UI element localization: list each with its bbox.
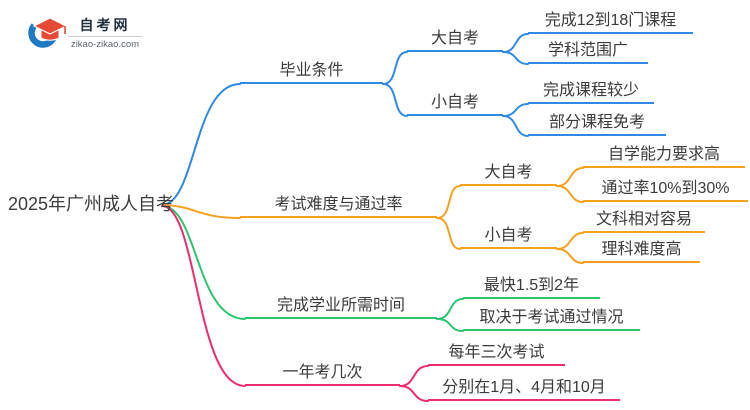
leaf-complete-12-18-courses[interactable]: 完成12到18门课程 — [528, 10, 693, 34]
connector-root-duration — [162, 205, 246, 320]
node-difficulty-big-self-exam[interactable]: 大自考 — [460, 162, 557, 186]
connector-duration-fastest — [436, 298, 464, 320]
leaf-fewer-courses[interactable]: 完成课程较少 — [528, 80, 654, 104]
connector-frequency-months — [399, 385, 429, 402]
logo-title: 自考网 — [79, 17, 131, 33]
connector-difficulty-small — [436, 217, 461, 250]
connector-frequency-three — [399, 365, 429, 387]
connector-root-graduation — [162, 83, 241, 206]
connector-small-exempt — [502, 115, 529, 137]
connector-big-courses — [502, 33, 529, 53]
connector-duration-depends — [436, 318, 464, 332]
node-graduation-small-self-exam[interactable]: 小自考 — [407, 92, 503, 116]
leaf-liberal-arts-easier[interactable]: 文科相对容易 — [583, 209, 705, 233]
node-study-duration[interactable]: 完成学业所需时间 — [245, 295, 437, 319]
root-node[interactable]: 2025年广州成人自考 — [8, 194, 175, 214]
connector-small-liberal — [556, 232, 584, 250]
connector-small-science — [556, 248, 584, 264]
site-logo: 自考网 zikao-zikao.com — [28, 10, 148, 55]
connector-graduation-big — [382, 51, 408, 85]
logo-domain: zikao-zikao.com — [70, 39, 140, 50]
leaf-wide-subject-range[interactable]: 学科范围广 — [528, 40, 648, 64]
connector-root-frequency — [162, 205, 246, 387]
node-graduation-conditions[interactable]: 毕业条件 — [240, 60, 383, 84]
connector-small-fewer — [502, 103, 529, 117]
logo-divider — [68, 36, 142, 37]
graduation-cap-icon — [28, 17, 68, 48]
connector-root-difficulty — [162, 204, 241, 219]
leaf-science-harder[interactable]: 理科难度高 — [583, 239, 700, 263]
node-exams-per-year[interactable]: 一年考几次 — [245, 362, 400, 386]
leaf-exam-months-jan-apr-oct[interactable]: 分别在1月、4月和10月 — [428, 377, 620, 401]
connector-big-selfstudy — [556, 167, 584, 187]
connector-difficulty-big — [436, 185, 461, 219]
node-exam-difficulty-pass-rate[interactable]: 考试难度与通过率 — [240, 194, 437, 218]
leaf-depends-on-pass-results[interactable]: 取决于考试通过情况 — [463, 307, 640, 331]
connector-big-passrate — [556, 185, 584, 203]
leaf-fastest-1-5-to-2-years[interactable]: 最快1.5到2年 — [463, 275, 600, 299]
leaf-three-exams-per-year[interactable]: 每年三次考试 — [428, 342, 565, 366]
leaf-high-self-study-ability[interactable]: 自学能力要求高 — [583, 144, 745, 168]
leaf-pass-rate-10-30[interactable]: 通过率10%到30% — [583, 178, 748, 202]
node-graduation-big-self-exam[interactable]: 大自考 — [407, 28, 503, 52]
connector-graduation-small — [382, 83, 408, 117]
node-difficulty-small-self-exam[interactable]: 小自考 — [460, 225, 557, 249]
connector-big-range — [502, 51, 529, 65]
leaf-some-courses-exempt[interactable]: 部分课程免考 — [528, 112, 666, 136]
